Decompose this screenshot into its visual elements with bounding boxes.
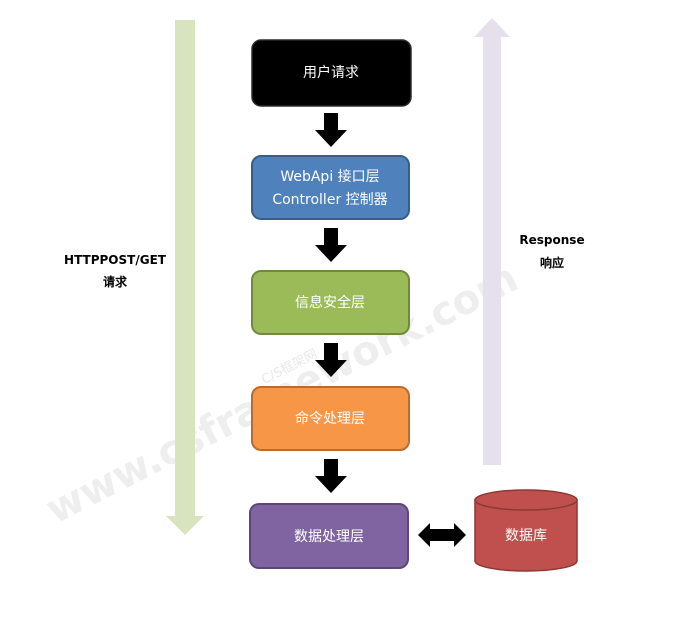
- response-arrow: [474, 18, 510, 465]
- flow-arrow-3: [315, 343, 347, 377]
- request-arrow-shape: [166, 20, 204, 535]
- box-webapi-layer-label-line2: Controller 控制器: [272, 192, 387, 208]
- request-label-line2: 请求: [103, 274, 128, 289]
- box-user-request-label: 用户请求: [303, 64, 359, 81]
- flow-arrow-4: [315, 459, 347, 493]
- box-security-layer-shape: [251, 270, 410, 335]
- box-command-layer-label: 命令处理层: [295, 410, 365, 427]
- box-webapi-layer: WebApi 接口层 Controller 控制器: [251, 155, 410, 220]
- database-top: [474, 489, 578, 511]
- request-arrow: [166, 20, 204, 535]
- down-arrow-1: [315, 113, 347, 147]
- box-command-layer: 命令处理层: [251, 386, 410, 451]
- double-arrow-shape: [418, 523, 466, 547]
- box-security-layer-label: 信息安全层: [295, 294, 365, 311]
- response-label-line1: Response: [519, 233, 584, 247]
- box-command-layer-shape: [251, 386, 410, 451]
- database-body: [474, 499, 578, 572]
- down-arrow-2: [315, 228, 347, 262]
- box-data-layer: 数据处理层: [249, 503, 409, 569]
- box-data-layer-label: 数据处理层: [294, 529, 364, 545]
- request-label-line1: HTTPPOST/GET: [64, 253, 167, 267]
- bidirectional-arrow: [418, 523, 466, 547]
- box-webapi-layer-shape: [251, 155, 410, 220]
- down-arrow-3: [315, 343, 347, 377]
- response-label-line2: 响应: [540, 255, 564, 270]
- response-arrow-shape: [474, 18, 510, 465]
- database-label: 数据库: [505, 528, 547, 544]
- box-user-request-shape: [251, 39, 412, 107]
- database-cylinder: 数据库: [474, 489, 578, 572]
- flow-arrow-1: [315, 113, 347, 147]
- box-data-layer-shape: [249, 503, 409, 569]
- flow-arrow-2: [315, 228, 347, 262]
- down-arrow-4: [315, 459, 347, 493]
- box-security-layer: 信息安全层: [251, 270, 410, 335]
- box-webapi-layer-label-line1: WebApi 接口层: [280, 168, 379, 185]
- box-user-request: 用户请求: [251, 39, 412, 107]
